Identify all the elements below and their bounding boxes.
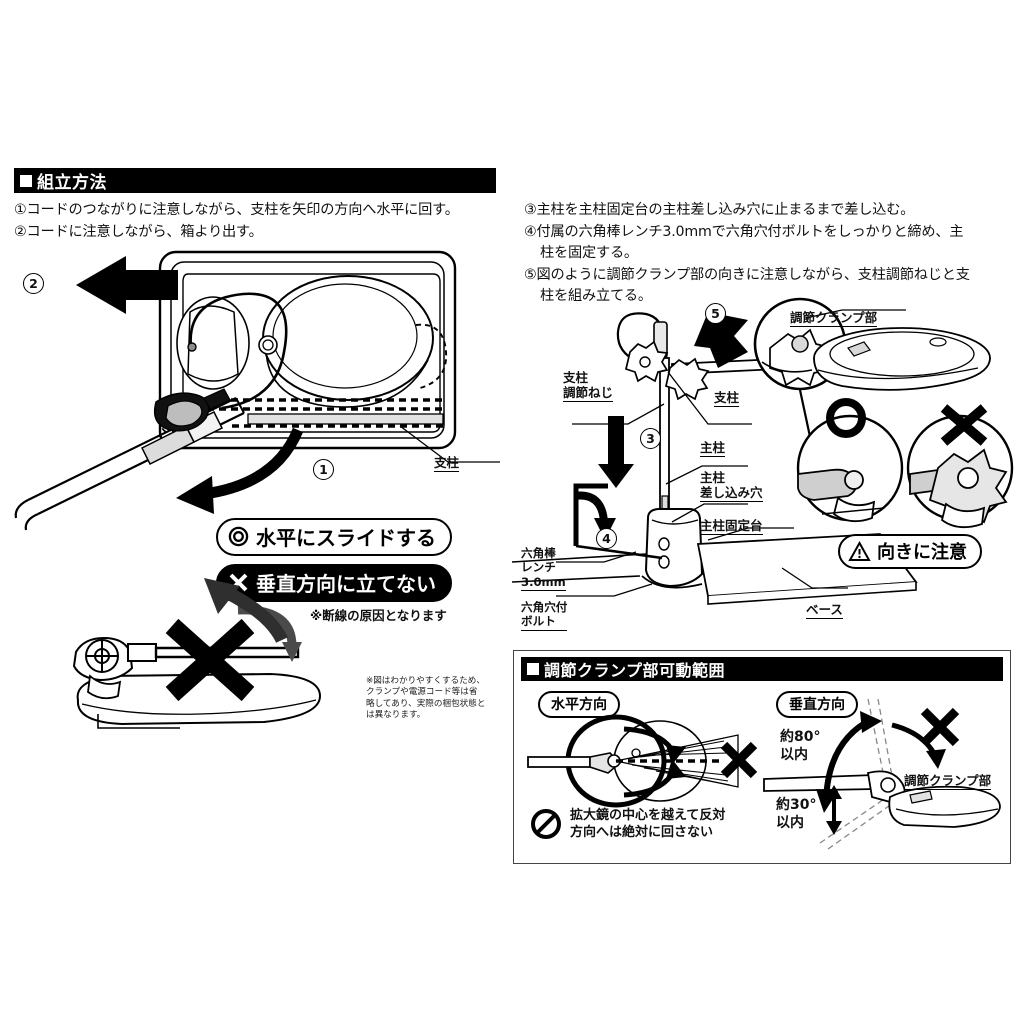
label-hex-bolt-line1: 六角穴付 — [521, 600, 568, 614]
pill-orientation-caution: 向きに注意 — [838, 534, 982, 569]
right-step-5: ⑤図のように調節クランプ部の向きに注意しながら、支柱調節ねじと支 — [524, 266, 970, 283]
no-vertical-illustration — [20, 604, 350, 744]
label-insert-hole-line1: 主柱 — [700, 470, 726, 485]
pill-ng-label: 垂直方向に立てない — [256, 572, 436, 596]
label-hex-wrench-line3: 3.0mm — [521, 575, 566, 592]
right-step-4: ④付属の六角棒レンチ3.0mmで六角穴付ボルトをしっかりと締め、主 — [524, 223, 964, 240]
right-step-3: ③主柱を主柱固定台の主柱差し込み穴に止まるまで差し込む。 — [524, 202, 915, 218]
step-marker-2: 2 — [23, 273, 44, 294]
bottom-section-header: 調節クランプ部可動範囲 — [521, 657, 1003, 681]
label-hex-bolt: 六角穴付 ボルト — [521, 600, 568, 631]
warning-triangle-icon — [848, 540, 871, 561]
footnote: ※図はわかりやすくするため、クランプや電源コード等は省略してあり、実際の梱包状態… — [366, 676, 486, 721]
horizontal-range-diagram — [527, 713, 768, 811]
label-pole-base: 主柱固定台 — [700, 518, 763, 535]
tag-vertical-label: 垂直方向 — [776, 691, 858, 718]
pill-ok-label: 水平にスライドする — [256, 526, 436, 550]
label-insert-hole: 主柱 差し込み穴 — [700, 470, 763, 502]
caution-note: ※断線の原因となります — [310, 608, 447, 623]
label-stay-screw-line1: 支柱 — [563, 370, 589, 385]
label-clamp-bottom: 調節クランプ部 — [904, 773, 992, 790]
pill-horizontal-slide: 水平にスライドする — [216, 518, 452, 556]
left-steps-list: ①コードのつながりに注意しながら、支柱を矢印の方向へ水平に回す。 ②コードに注意… — [14, 200, 504, 243]
label-insert-hole-line2: 差し込み穴 — [700, 485, 763, 502]
angle-bottom-unit: 以内 — [776, 814, 804, 831]
step-marker-5: 5 — [705, 303, 726, 324]
right-step-5-cont: 柱を組み立てる。 — [540, 288, 652, 305]
step-marker-3: 3 — [640, 428, 661, 449]
horizontal-warning-line1: 拡大鏡の中心を越えて反対 — [570, 808, 726, 823]
orientation-detail-views — [796, 398, 1014, 529]
label-stay-screw: 支柱 調節ねじ — [563, 370, 614, 402]
horizontal-warning-line2: 方向へは絶対に回さない — [570, 825, 714, 841]
tag-horizontal-label: 水平方向 — [538, 691, 620, 718]
horizontal-warning: 拡大鏡の中心を越えて反対 方向へは絶対に回さない — [530, 807, 725, 841]
label-base: ベース — [806, 602, 843, 619]
left-step-2: ②コードに注意しながら、箱より出す。 — [14, 223, 263, 240]
right-steps-list: ③主柱を主柱固定台の主柱差し込み穴に止まるまで差し込む。 ④付属の六角棒レンチ3… — [524, 200, 1020, 308]
left-section-header: 組立方法 — [14, 168, 496, 193]
label-hex-wrench-line2: レンチ — [521, 560, 556, 575]
label-adjust-clamp: 調節クランプ部 — [790, 310, 878, 327]
bottom-section-header-label: 調節クランプ部可動範囲 — [544, 661, 726, 680]
clamp-range-section: 調節クランプ部可動範囲 水平方向 垂直方向 — [513, 650, 1011, 864]
label-hex-wrench: 六角棒 レンチ 3.0mm — [521, 546, 566, 592]
tag-vertical: 垂直方向 — [776, 691, 858, 718]
tag-horizontal: 水平方向 — [538, 691, 620, 718]
label-main-pole: 主柱 — [700, 440, 726, 457]
callout-pole: 支柱 — [434, 455, 460, 472]
right-step-4-cont: 柱を固定する。 — [540, 245, 638, 262]
angle-bottom-value: 約30° — [776, 797, 817, 813]
step-marker-1: 1 — [313, 459, 334, 480]
header-square-icon-2 — [527, 663, 539, 675]
pill-orientation-label: 向きに注意 — [877, 542, 967, 563]
label-hex-bolt-line2: ボルト — [521, 614, 568, 631]
left-section-header-label: 組立方法 — [37, 173, 107, 193]
angle-top-value: 約80° — [780, 729, 821, 745]
angle-top-unit: 以内 — [780, 746, 808, 763]
angle-top: 約80° 以内 — [780, 729, 820, 764]
prohibited-icon — [530, 808, 562, 840]
packaging-diagram — [8, 248, 508, 531]
angle-bottom: 約30° 以内 — [776, 797, 816, 832]
pill-no-vertical: 垂直方向に立てない — [216, 564, 452, 602]
step-marker-4: 4 — [596, 528, 617, 549]
label-stay: 支柱 — [714, 390, 740, 407]
label-stay-screw-line2: 調節ねじ — [563, 385, 614, 402]
pointer-arrow-up — [196, 556, 306, 646]
left-step-1: ①コードのつながりに注意しながら、支柱を矢印の方向へ水平に回す。 — [14, 202, 459, 218]
double-circle-ok-icon — [228, 526, 249, 547]
header-square-icon — [20, 174, 32, 187]
vertical-range-diagram — [763, 698, 1004, 850]
label-hex-wrench-line1: 六角棒 — [521, 546, 556, 560]
